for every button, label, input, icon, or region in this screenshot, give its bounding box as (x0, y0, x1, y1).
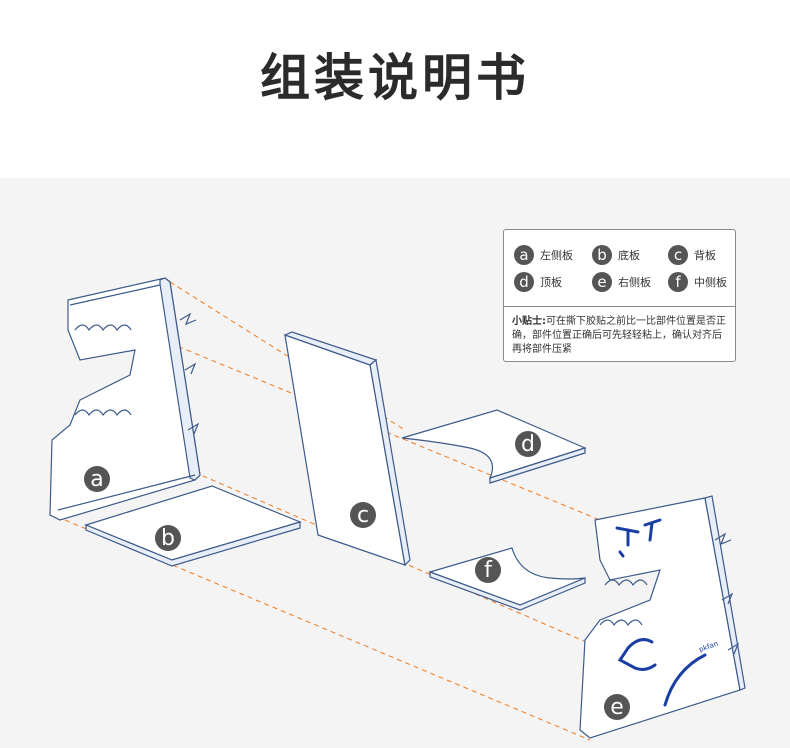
legend-label-e: 右侧板 (618, 276, 651, 289)
legend-item-e: e 右侧板 (592, 271, 651, 293)
badge-e: e (604, 694, 630, 720)
print-eye-right (643, 518, 662, 542)
part-c-back-panel (283, 331, 411, 567)
legend-item-d: d 顶板 (514, 271, 562, 293)
legend-tip-label: 小贴士: (512, 316, 546, 327)
print-mouth (617, 638, 657, 671)
legend-label-f: 中侧板 (694, 276, 727, 289)
guide-line-top (169, 281, 406, 431)
badge-d: d (515, 431, 541, 457)
badge-c: c (350, 502, 376, 528)
part-a-left-panel (49, 277, 201, 521)
legend-badge-d: d (514, 272, 534, 292)
part-e-right-panel (579, 495, 746, 739)
part-b-bottom-panel (84, 485, 302, 567)
legend-tip: 小贴士:可在撕下胶贴之前比一比部件位置是否正确，部件位置正确后可先轻轻粘上，确认… (512, 315, 730, 357)
legend-item-b: b 底板 (592, 244, 640, 266)
page-title: 组装说明书 (260, 49, 530, 107)
legend-label-d: 顶板 (540, 276, 562, 289)
badge-b: b (155, 525, 181, 551)
badge-c-label: c (357, 503, 369, 528)
part-e-print-face (615, 518, 707, 707)
legend-badge-b: b (592, 245, 612, 265)
badge-f-label: f (484, 558, 493, 583)
part-f-middle-panel (428, 547, 586, 611)
legend-item-f: f 中侧板 (668, 271, 727, 293)
guide-line-upper (69, 301, 601, 521)
legend-box: a 左侧板 b 底板 c 背板 d 顶板 e 右侧板 f 中侧板 小贴士:可在撕… (503, 229, 736, 362)
print-eye-left (615, 526, 640, 547)
legend-badge-a: a (514, 245, 534, 265)
legend-badge-e: e (592, 272, 612, 292)
legend-badge-c: c (668, 245, 688, 265)
legend-tip-text: 可在撕下胶贴之前比一比部件位置是否正确，部件位置正确后可先轻轻粘上，确认对齐后再… (512, 316, 726, 355)
legend-divider (504, 306, 735, 307)
title-band: 组装说明书 (0, 0, 790, 178)
legend-label-c: 背板 (694, 249, 716, 262)
legend-label-a: 左侧板 (540, 249, 573, 262)
legend-item-c: c 背板 (668, 244, 716, 266)
print-arc (663, 653, 707, 707)
badge-b-label: b (161, 526, 175, 551)
badge-d-label: d (521, 432, 535, 457)
legend-label-b: 底板 (618, 249, 640, 262)
badge-a: a (84, 466, 110, 492)
badge-e-label: e (610, 695, 624, 720)
legend-item-a: a 左侧板 (514, 244, 573, 266)
badge-f: f (475, 557, 501, 583)
badge-a-label: a (90, 467, 103, 492)
print-nose (618, 550, 625, 558)
part-d-top-panel (401, 409, 587, 484)
legend-badge-f: f (668, 272, 688, 292)
